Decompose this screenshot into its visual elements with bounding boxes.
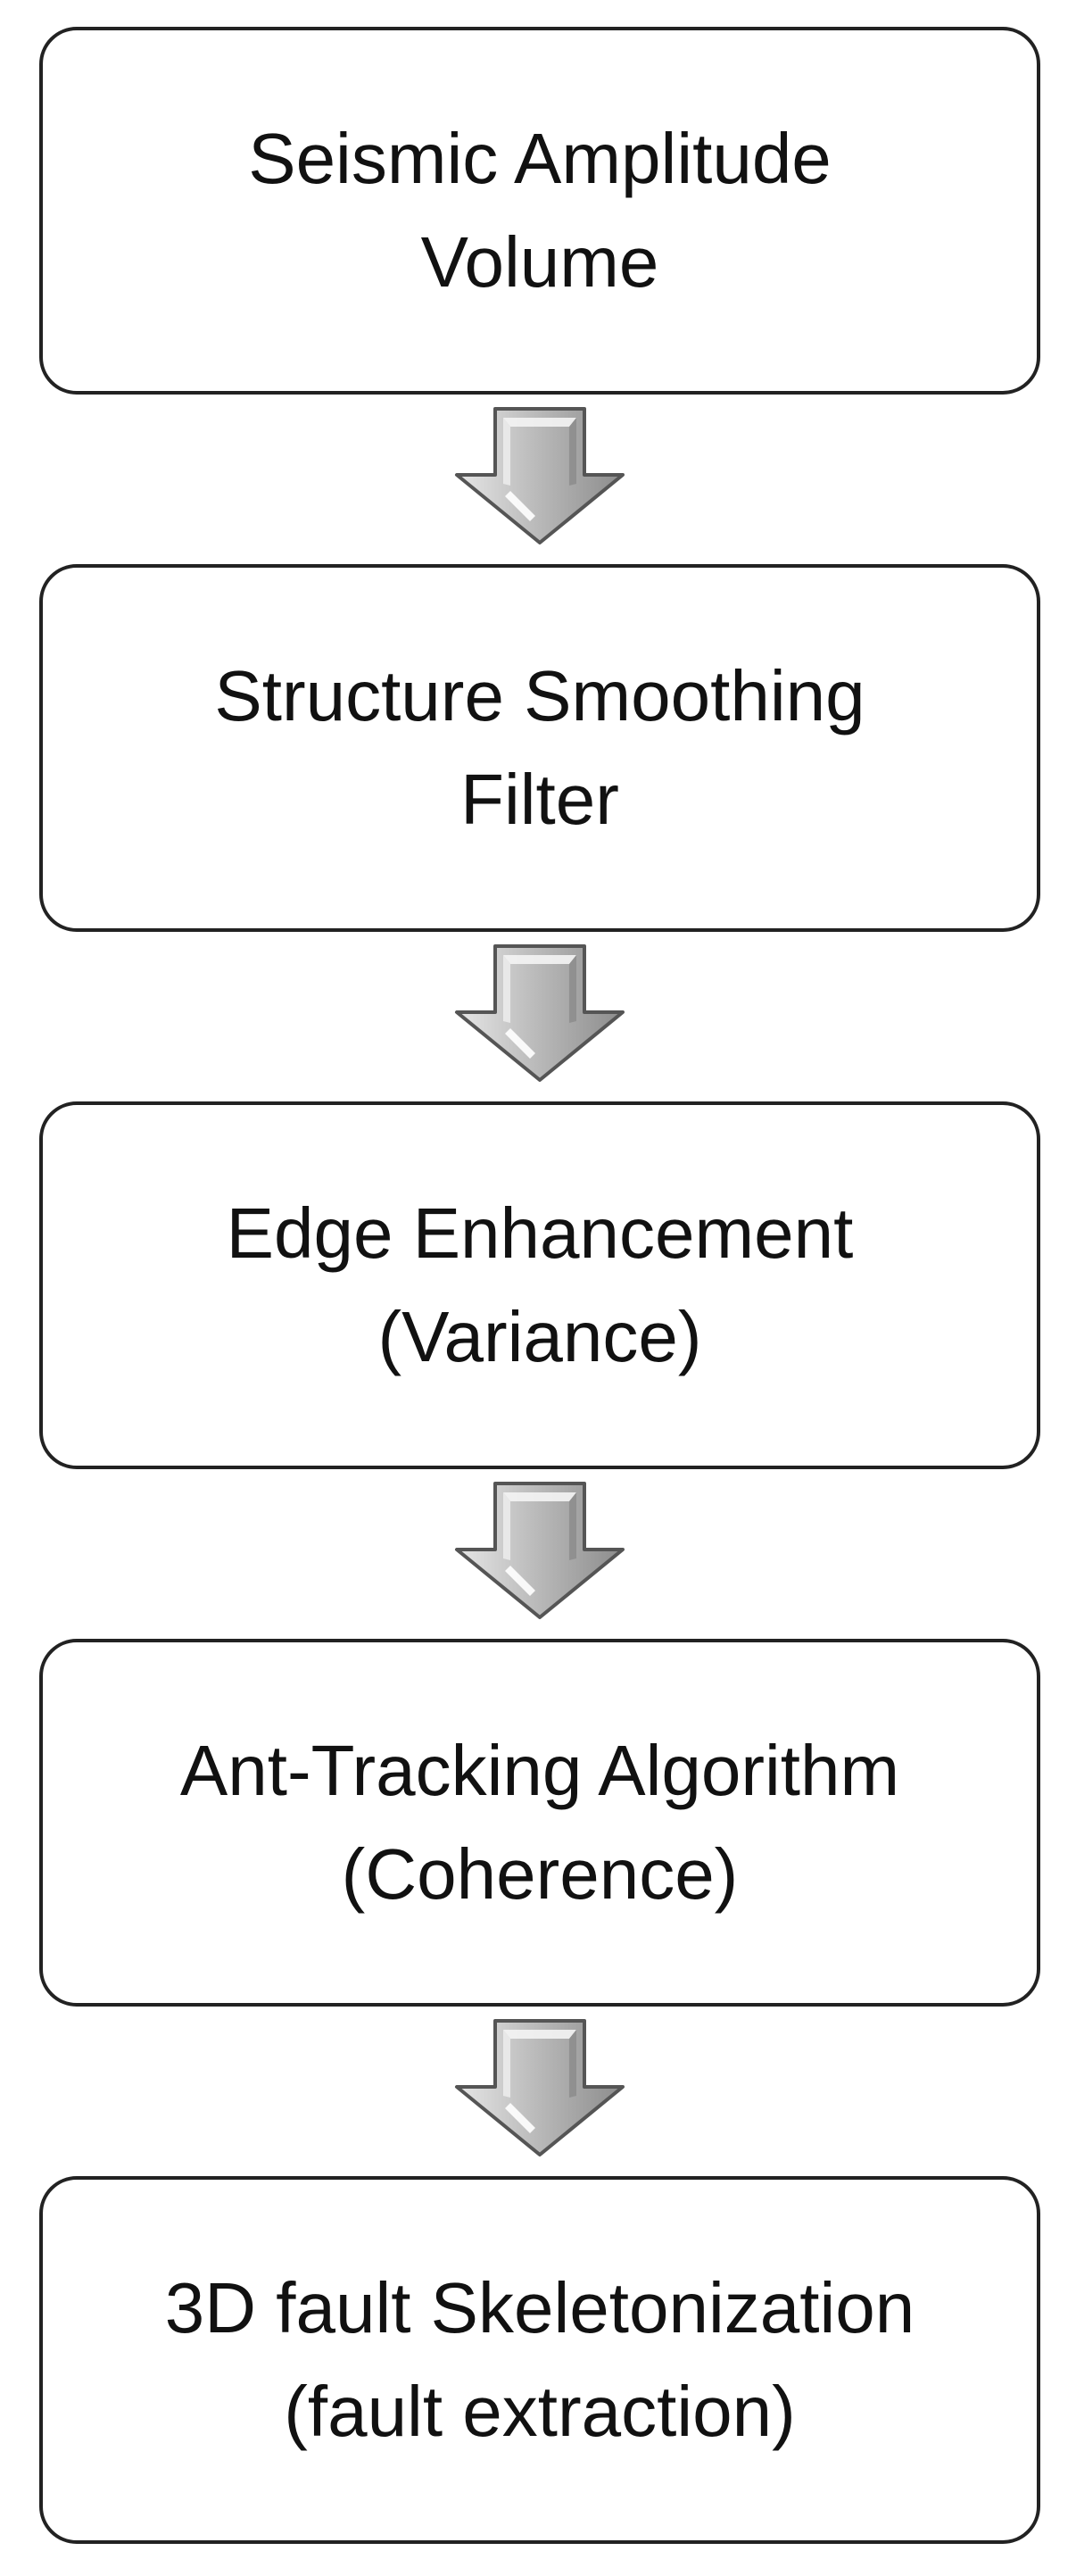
flow-step-1-label: Seismic Amplitude Volume [248,107,832,314]
flow-step-3: Edge Enhancement (Variance) [39,1101,1040,1469]
flow-step-1-line2: Volume [420,222,659,302]
flow-step-5-line1: 3D fault Skeletonization [164,2268,915,2347]
down-arrow-icon [451,2015,628,2160]
flow-step-2: Structure Smoothing Filter [39,564,1040,932]
down-arrow-icon [451,1478,628,1623]
flow-step-3-line1: Edge Enhancement [226,1193,854,1273]
flow-step-4-line1: Ant-Tracking Algorithm [179,1731,900,1810]
flow-step-3-label: Edge Enhancement (Variance) [227,1182,854,1389]
flow-step-2-line1: Structure Smoothing [214,656,865,735]
flow-step-4-label: Ant-Tracking Algorithm (Coherence) [180,1719,899,1926]
flow-step-1-line1: Seismic Amplitude [248,119,832,198]
flow-step-5-label: 3D fault Skeletonization (fault extracti… [165,2256,915,2464]
flow-step-5: 3D fault Skeletonization (fault extracti… [39,2176,1040,2544]
flow-step-1: Seismic Amplitude Volume [39,27,1040,395]
down-arrow-icon [451,941,628,1085]
flow-step-2-line2: Filter [460,760,619,839]
flow-step-2-label: Structure Smoothing Filter [214,644,865,852]
down-arrow-icon [451,403,628,548]
flow-step-3-line2: (Variance) [377,1297,702,1376]
flow-step-5-line2: (fault extraction) [284,2372,796,2451]
flow-step-4-line2: (Coherence) [341,1834,739,1914]
flow-step-4: Ant-Tracking Algorithm (Coherence) [39,1639,1040,2007]
